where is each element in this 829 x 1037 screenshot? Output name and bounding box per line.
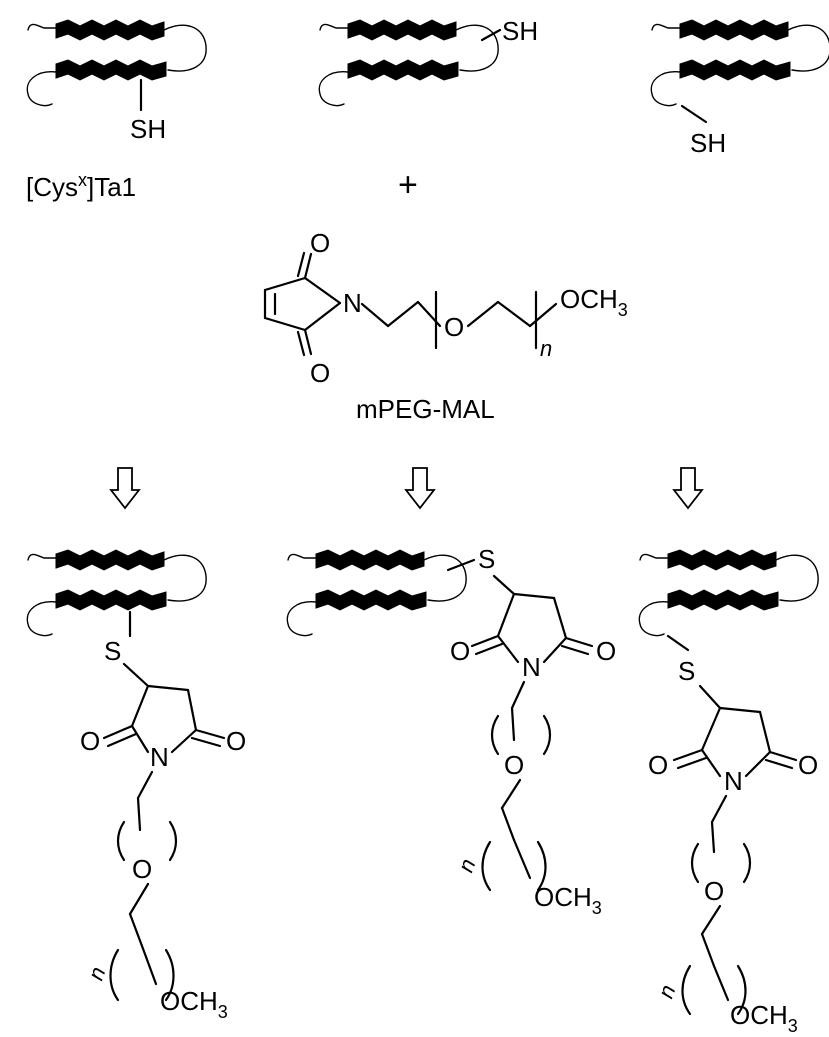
product2-carbonyl-o-left: O — [450, 636, 470, 666]
thiol-label-3: SH — [690, 128, 726, 158]
product1-carbonyl-o-right: O — [226, 726, 246, 756]
mpeg-mal-structure: O O N O n OCH3 — [263, 228, 628, 388]
product1-sulfur: S — [104, 636, 121, 666]
product1-carbonyl-o-left: O — [80, 726, 100, 756]
reagent-ether-o: O — [444, 312, 464, 342]
plus-sign: + — [398, 166, 418, 204]
product2-ether-o: O — [504, 750, 524, 780]
product3-sulfur: S — [678, 656, 695, 686]
product2-repeat-n: n — [453, 855, 481, 875]
product1-nitrogen: N — [150, 742, 169, 772]
peptide-variant-3: SH — [650, 19, 829, 158]
product3-nitrogen: N — [724, 766, 743, 796]
reagent-carbonyl-o-top: O — [310, 228, 330, 258]
reagent-carbonyl-o-bottom: O — [310, 358, 330, 388]
product2-methoxy: OCH3 — [534, 882, 602, 918]
product-1: S O O N O n OCH3 — [26, 549, 246, 1022]
thiol-label-1: SH — [130, 114, 166, 144]
reagent-nitrogen: N — [343, 288, 362, 318]
product3-carbonyl-o-right: O — [798, 750, 818, 780]
product3-methoxy: OCH3 — [730, 1000, 798, 1036]
reagent-repeat-n: n — [540, 336, 552, 361]
reagent-methoxy: OCH3 — [560, 284, 628, 320]
product3-ether-o: O — [704, 876, 724, 906]
peptide-name: [Cysx]Ta1 — [26, 170, 136, 202]
product3-repeat-n: n — [653, 981, 681, 1001]
reaction-arrow-2 — [405, 467, 435, 509]
product1-methoxy: OCH3 — [160, 986, 228, 1022]
product-2: S O O N O n OCH3 — [286, 544, 616, 918]
product-3: S O O N O n OCH3 — [638, 549, 819, 1036]
product2-sulfur: S — [478, 544, 495, 574]
product2-nitrogen: N — [522, 652, 541, 682]
thiol-label-2: SH — [502, 16, 538, 46]
product1-ether-o: O — [132, 854, 152, 884]
product1-repeat-n: n — [83, 963, 111, 983]
reaction-arrow-1 — [110, 467, 140, 509]
peptide-variant-1: SH — [26, 19, 207, 144]
reagent-name: mPEG-MAL — [356, 394, 495, 424]
reaction-arrow-3 — [673, 467, 703, 509]
product3-carbonyl-o-left: O — [648, 750, 668, 780]
peptide-variant-2: SH — [318, 16, 538, 107]
product2-carbonyl-o-right: O — [596, 636, 616, 666]
